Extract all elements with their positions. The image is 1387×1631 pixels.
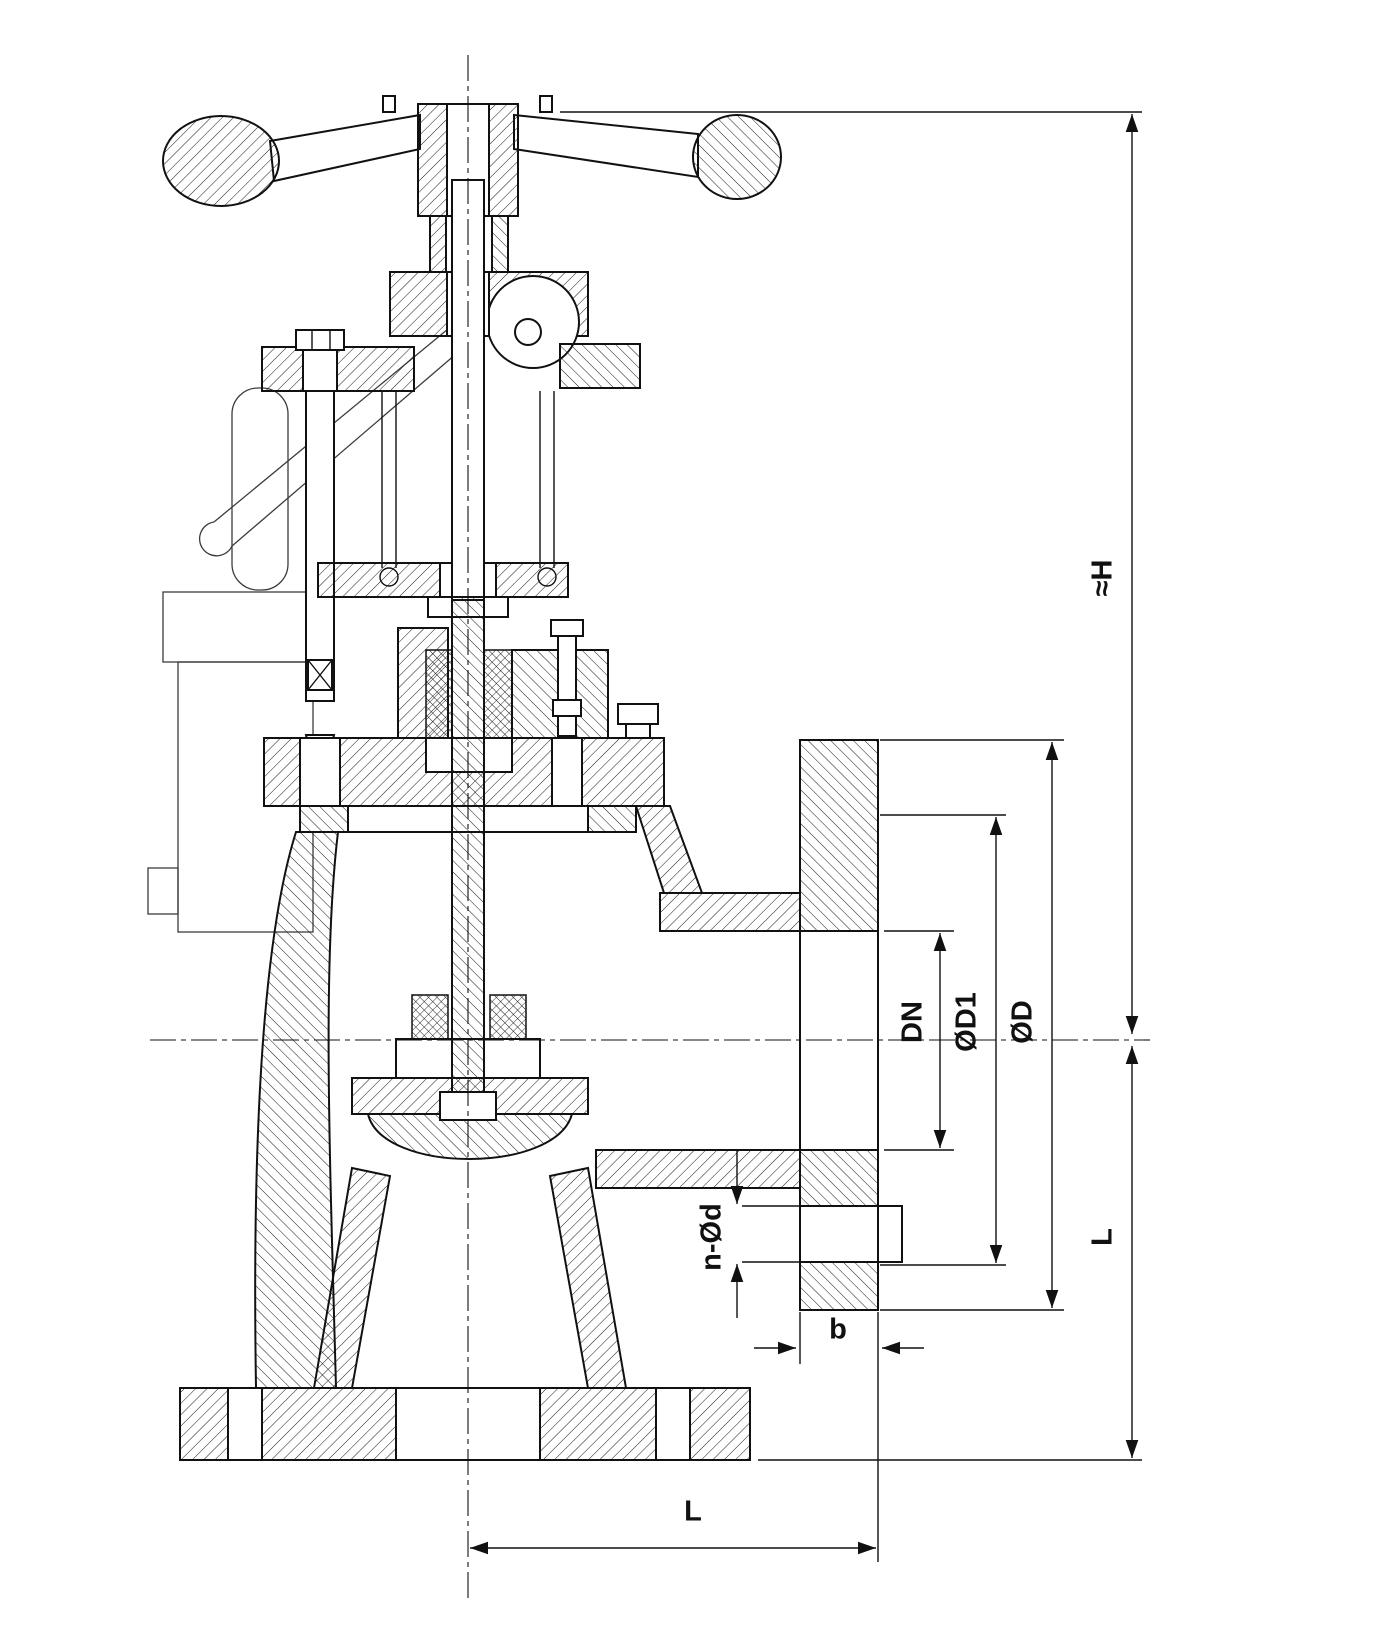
- hub-set-screw-left: [382, 95, 396, 113]
- bottom-flange-bolt-hole-left: [227, 1387, 263, 1461]
- valve-body: [179, 739, 903, 1461]
- seat-ring-left: [411, 994, 449, 1040]
- bonnet-stud: [557, 635, 577, 737]
- side-length-dimension-label: L: [1086, 1228, 1119, 1246]
- stuffing-box: [397, 619, 659, 739]
- bore-dimension-label: DN: [896, 1001, 929, 1043]
- body-wall-left: [254, 831, 340, 1389]
- flange-thickness-dimension-label: b: [829, 1313, 847, 1346]
- lever-pin: [514, 318, 542, 346]
- extension-lines: [560, 111, 1142, 1562]
- bolt-circle-dimension-label: ØD1: [950, 992, 983, 1052]
- gland-bolt-left: [295, 329, 345, 771]
- seat-ring-right: [489, 994, 527, 1040]
- hub-set-screw-right: [539, 95, 553, 113]
- bolt-holes-dimension-label: n-Ød: [695, 1203, 728, 1271]
- outlet-wall-top: [659, 892, 801, 932]
- outer-diameter-dimension-label: ØD: [1006, 1000, 1039, 1044]
- bolt-hex-head: [295, 329, 345, 351]
- handwheel-spoke-right: [513, 113, 699, 179]
- yoke-head: [261, 271, 641, 392]
- bonnet-bolt-right: [617, 703, 659, 725]
- yoke-arm-right: [559, 343, 641, 389]
- body-neck-right: [634, 805, 704, 894]
- height-dimension-label: ≈H: [1086, 559, 1119, 597]
- flange-bolt-hole: [799, 1205, 879, 1263]
- handwheel-grip-right: [692, 114, 782, 200]
- body-skirt-right: [548, 1166, 628, 1389]
- handwheel-grip-left: [162, 115, 280, 207]
- valve-disc: [366, 1113, 574, 1160]
- handwheel-spoke-left: [268, 113, 421, 183]
- outlet-wall-bottom: [595, 1149, 801, 1189]
- bottom-flange-bolt-hole-right: [655, 1387, 691, 1461]
- packing-right: [483, 649, 513, 739]
- packing-left: [425, 649, 453, 739]
- gland-plate: [317, 562, 569, 618]
- dimension-lines: [470, 114, 1139, 1555]
- bottom-length-dimension-label: L: [684, 1495, 702, 1528]
